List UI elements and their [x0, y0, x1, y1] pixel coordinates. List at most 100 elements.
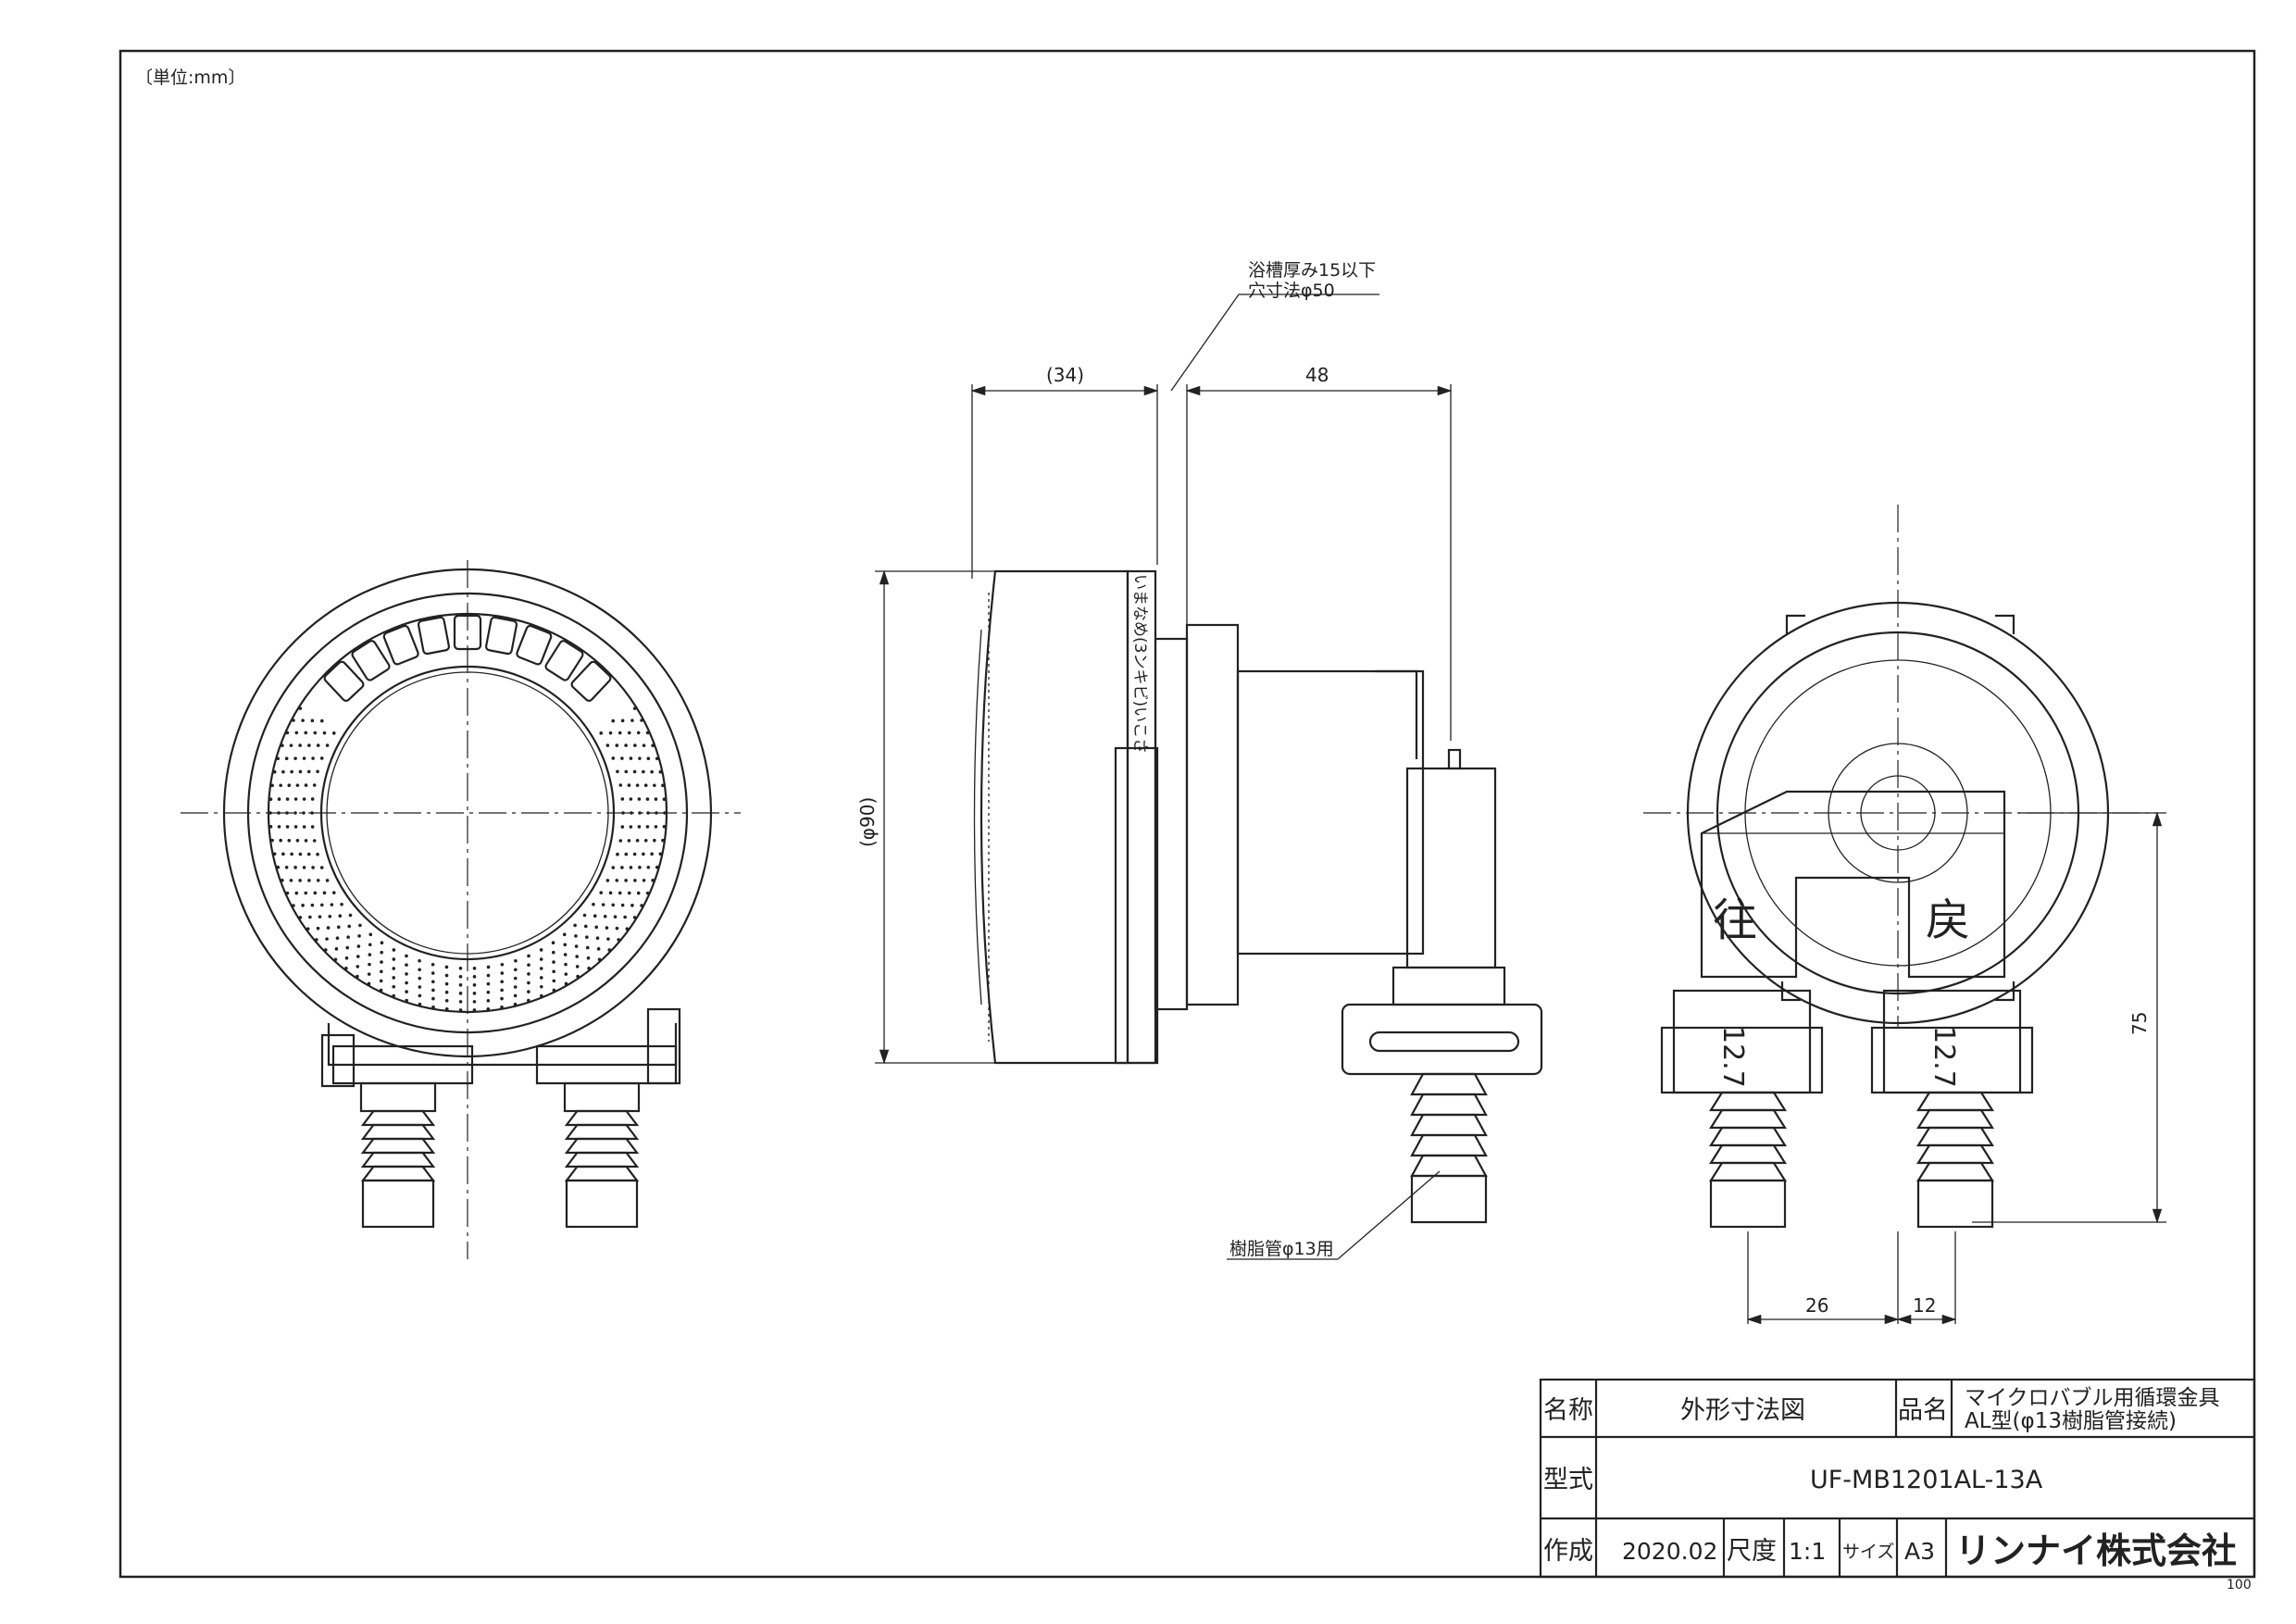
perforation-dot [645, 825, 650, 829]
perforation-dot [458, 967, 463, 970]
perforation-dot [458, 992, 463, 995]
perforation-dot [552, 960, 555, 964]
perforation-dot [293, 756, 297, 760]
perforation-dot [640, 718, 643, 722]
perforation-dot [611, 756, 616, 760]
tb-created-label: 作成 [1543, 1537, 1593, 1566]
perforation-dot [431, 996, 435, 1001]
perforation-dot [563, 943, 568, 947]
perforation-dot [306, 852, 311, 856]
perforation-dot [310, 903, 315, 907]
perforation-dot [418, 968, 421, 972]
perforation-dot [293, 797, 298, 801]
perforation-dot [627, 891, 631, 895]
perforation-dot [405, 963, 408, 968]
perforation-dot [636, 731, 641, 735]
perforation-dot [595, 936, 600, 941]
perforation-dot [277, 811, 281, 815]
perforation-dot [444, 998, 449, 1003]
perforation-dot [616, 769, 619, 774]
size-left: 12.7 [1716, 1026, 1749, 1088]
perforation-dot [356, 965, 360, 968]
perforation-dot [344, 956, 349, 960]
perforation-dot [645, 891, 650, 895]
perforation-dot [662, 825, 667, 829]
perforation-dot [379, 979, 383, 983]
vent-slot [570, 660, 612, 703]
barb-tail [361, 1179, 435, 1229]
perforation-dot [458, 1008, 463, 1012]
perforation-dot [629, 866, 633, 869]
perforation-dot [368, 932, 373, 937]
perforation-dot [298, 706, 303, 710]
perforation-dot [418, 958, 421, 963]
perforation-dot [268, 797, 273, 801]
perforation-dot [500, 1005, 504, 1009]
perforation-dot [472, 967, 477, 970]
perforation-dot [418, 985, 422, 989]
perforation-dot [310, 811, 314, 815]
perforation-dot [638, 811, 642, 815]
unit-note: 〔単位:mm〕 [135, 68, 245, 88]
perforation-dot [605, 879, 610, 882]
perforation-dot [637, 825, 642, 829]
perforation-dot [500, 988, 504, 993]
perforation-dot [270, 783, 274, 788]
perforation-dot [564, 981, 568, 986]
perforation-dot [458, 975, 463, 979]
perforation-dot [311, 756, 315, 760]
perforation-dot [513, 1002, 518, 1006]
hose-barb-side [1410, 1072, 1488, 1224]
perforation-dot [645, 797, 650, 801]
perforation-dot [627, 731, 631, 735]
sheet-border [119, 49, 2256, 1579]
perforation-dot [331, 891, 336, 894]
perforation-dot [611, 903, 616, 907]
perforation-dot [640, 904, 643, 907]
perforation-dot [319, 718, 324, 723]
perforation-dot [618, 731, 622, 735]
perforation-dot [325, 937, 329, 941]
perforation-dot [333, 957, 338, 962]
perforation-dot [279, 838, 282, 843]
perforation-dot [345, 945, 350, 950]
perforation-dot [405, 998, 408, 1003]
perforation-dot [633, 743, 637, 747]
perforation-dot [625, 927, 630, 931]
perforation-dot [322, 891, 327, 895]
perforation-dot [650, 769, 654, 774]
perforation-dot [418, 993, 422, 998]
perforation-dot [284, 756, 289, 761]
perforation-dot [632, 706, 637, 710]
sheet-number: 100 [2227, 1578, 2252, 1593]
perforation-dot [564, 962, 568, 967]
perforation-dot [272, 769, 277, 774]
perforation-dot [552, 988, 556, 993]
perforation-dot [302, 866, 306, 869]
perforation-dot [539, 993, 543, 998]
perforation-dot [514, 968, 518, 972]
perforation-dot [661, 838, 665, 843]
perforation-dot [646, 756, 651, 761]
hose-barbs-back [1709, 1091, 1994, 1229]
perforation-dot [458, 1000, 463, 1004]
perforation-dot [642, 879, 646, 882]
perforation-dot [323, 948, 328, 952]
perforation-dot [285, 731, 290, 735]
perforation-dot [615, 879, 619, 882]
barb-segment [564, 1123, 640, 1141]
barb-segment [564, 1165, 640, 1182]
perforation-dot [527, 981, 530, 985]
perforation-dot [318, 915, 322, 918]
perforation-dot [618, 891, 622, 895]
perforation-dot [302, 756, 306, 760]
tb-size-label: サイズ [1842, 1542, 1894, 1562]
dim-width-right: 12 [1913, 1294, 1936, 1317]
perforation-dot [653, 783, 656, 788]
front-label-band: いまなめ(3ンキビ)いこさ [1130, 574, 1149, 754]
perforation-dot [293, 825, 298, 829]
perforation-dot [319, 866, 324, 869]
vent-slot [417, 616, 451, 656]
perforation-dot [298, 852, 303, 856]
